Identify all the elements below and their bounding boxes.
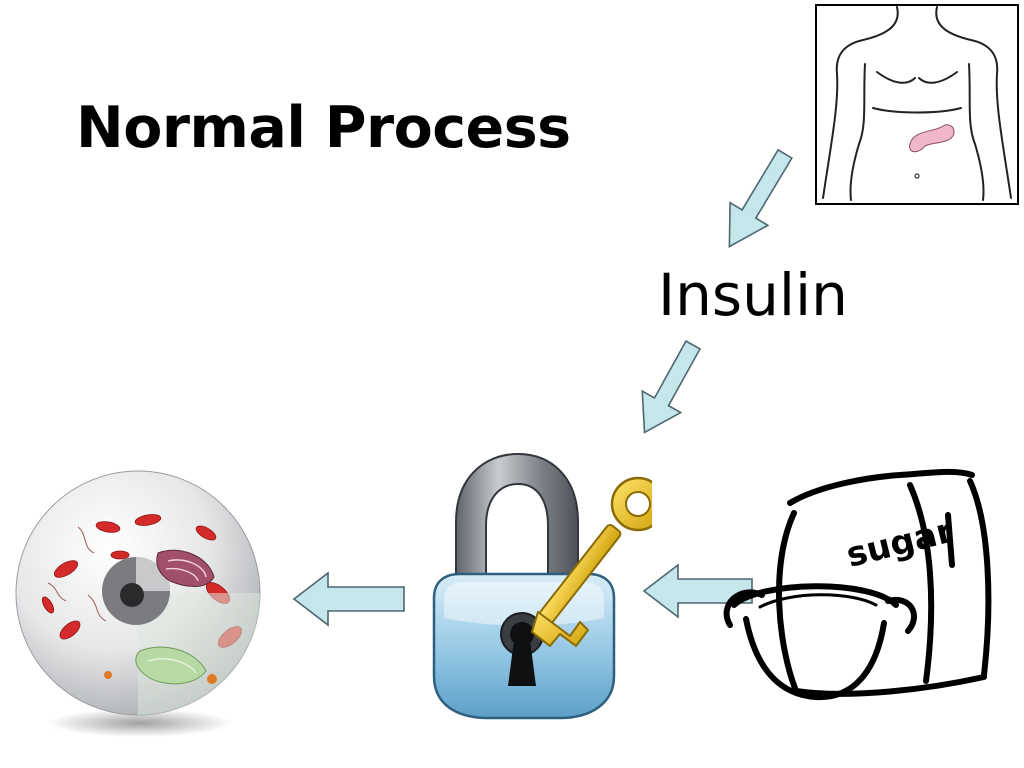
animal-cell-icon bbox=[15, 470, 261, 737]
cell-shadow bbox=[48, 709, 232, 737]
arrow-lock-to-cell bbox=[292, 571, 405, 627]
nucleolus bbox=[120, 583, 144, 607]
keyhole bbox=[500, 612, 544, 686]
sugar-pile bbox=[758, 593, 878, 609]
human-torso-icon bbox=[815, 4, 1019, 205]
sugar-bag-right-side bbox=[967, 478, 992, 678]
cell-cutaway-plane bbox=[138, 593, 260, 715]
sugar-bag-label: sugar bbox=[843, 511, 958, 576]
nucleus-cutaway bbox=[136, 557, 170, 591]
torso-outline bbox=[822, 6, 1012, 201]
key-icon bbox=[531, 476, 652, 647]
bowl-body bbox=[743, 616, 887, 701]
slide-title: Normal Process bbox=[76, 95, 571, 161]
smooth-er bbox=[135, 646, 207, 685]
lock-shackle bbox=[455, 452, 579, 597]
golgi-apparatus bbox=[156, 549, 215, 587]
bowl-rim bbox=[731, 583, 899, 608]
sugar-bag-top bbox=[787, 468, 975, 506]
sugar-bag-and-bowl-icon: sugar bbox=[723, 468, 992, 701]
sugar-bag-bottom bbox=[793, 674, 987, 697]
pancreas-icon bbox=[909, 124, 955, 153]
padlock-with-key-icon bbox=[432, 452, 652, 720]
lysosomes bbox=[104, 671, 217, 684]
sugar-bag-fold bbox=[907, 482, 935, 684]
insulin-label: Insulin bbox=[658, 261, 848, 329]
sugar-bag-left-side bbox=[776, 510, 799, 694]
torso-frame bbox=[815, 4, 1019, 205]
navel-icon bbox=[914, 173, 920, 179]
arrow-insulin-to-lock bbox=[641, 340, 702, 434]
sugar-bag-seam bbox=[945, 512, 955, 568]
arrow-body-to-insulin bbox=[728, 148, 793, 248]
